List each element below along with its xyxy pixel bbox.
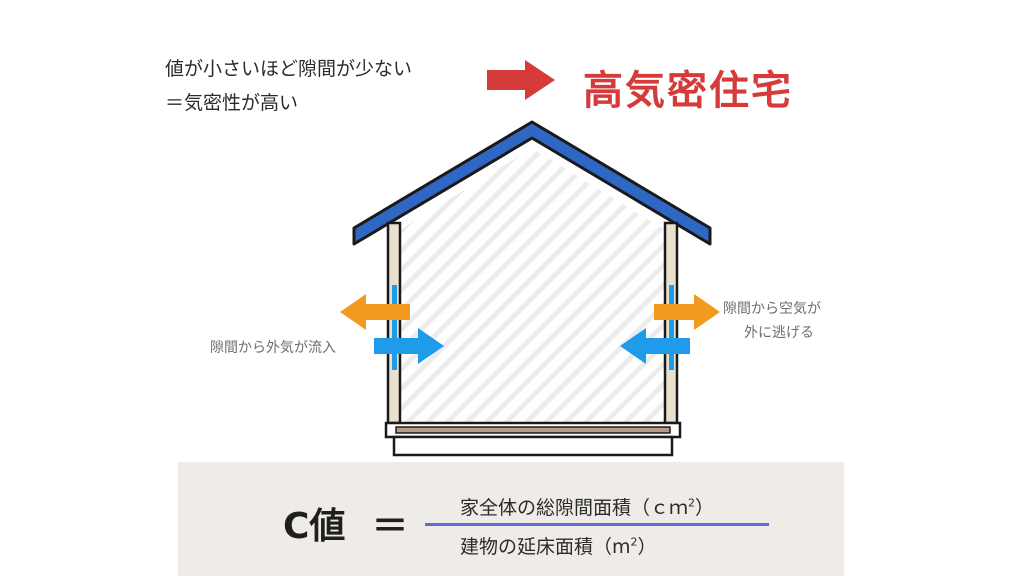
intro-text: 値が小さいほど隙間が少ない ＝気密性が高い [165, 52, 412, 120]
blue-arrow-right-in-icon [374, 328, 444, 364]
floor-band [178, 462, 844, 576]
denominator-close: ） [637, 536, 657, 558]
result-title: 高気密住宅 [583, 68, 793, 114]
intro-line-2: ＝気密性が高い [165, 92, 299, 114]
fraction-line [425, 523, 769, 526]
roof [352, 120, 712, 246]
right-arrow-icon [487, 60, 555, 100]
formula-lhs: C値 [283, 506, 346, 547]
orange-arrow-right-out-icon [654, 294, 720, 330]
numerator-exponent: 2 [688, 496, 696, 510]
formula-equals: ＝ [372, 506, 409, 547]
denominator-exponent: 2 [630, 535, 638, 549]
blue-arrow-left-in-icon [620, 328, 690, 364]
intro-line-1: 値が小さいほど隙間が少ない [165, 58, 413, 80]
numerator-close: ） [695, 497, 715, 519]
house-interior [400, 148, 665, 425]
inflow-label: 隙間から外気が流入 [210, 340, 336, 356]
formula-numerator: 家全体の総隙間面積（ｃｍ2） [460, 493, 714, 520]
denominator-text: 建物の延床面積（m [460, 536, 631, 558]
outflow-label-line-1: 隙間から空気が [723, 301, 821, 317]
orange-arrow-left-out-icon [340, 294, 410, 330]
house-diagram [352, 120, 712, 457]
floor [384, 421, 682, 457]
numerator-text: 家全体の総隙間面積（ｃｍ [460, 497, 689, 519]
outflow-label-line-2: 外に逃げる [744, 325, 814, 341]
formula-denominator: 建物の延床面積（m2） [460, 532, 657, 559]
